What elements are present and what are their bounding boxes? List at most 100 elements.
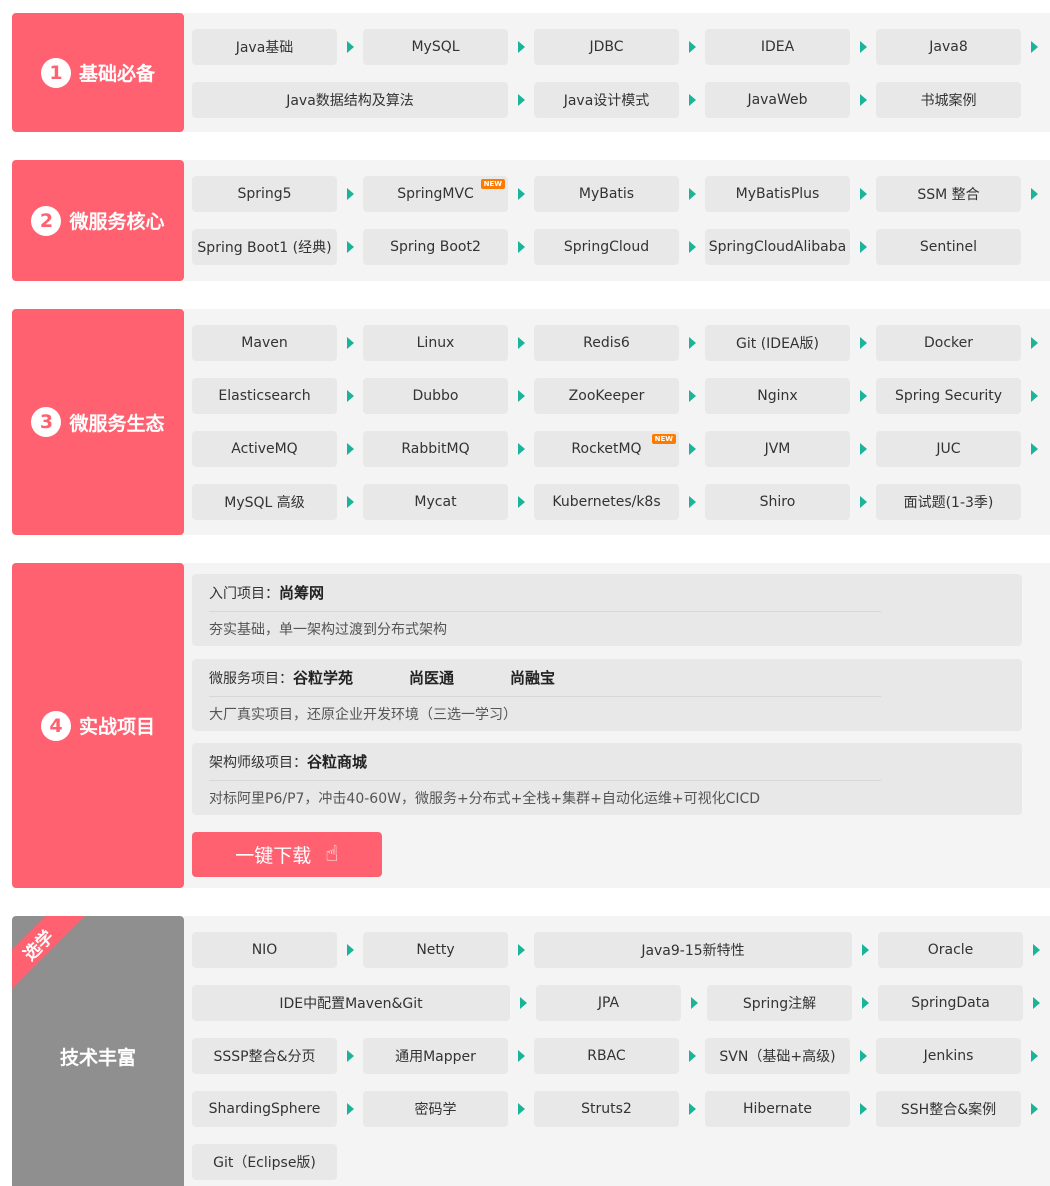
course-pill[interactable]: 密码学	[363, 1091, 508, 1127]
course-pill[interactable]: SSM 整合	[876, 176, 1021, 212]
course-pill[interactable]: Spring注解	[707, 985, 852, 1021]
course-pill[interactable]: Java8	[876, 29, 1021, 65]
course-pill[interactable]: 书城案例	[876, 82, 1021, 118]
course-pill[interactable]: Spring Security	[876, 378, 1021, 414]
project-name[interactable]: 尚筹网	[279, 584, 325, 602]
section-basics: 1 基础必备 Java基础 MySQL JDBC IDEA Java8 Java…	[12, 13, 1050, 132]
project-name[interactable]: 尚医通	[409, 669, 455, 687]
course-pill[interactable]: ZooKeeper	[534, 378, 679, 414]
course-pill[interactable]: 通用Mapper	[363, 1038, 508, 1074]
course-pill[interactable]: Docker	[876, 325, 1021, 361]
project-level-label: 架构师级项目：	[209, 754, 307, 771]
arrow-right-icon	[679, 1091, 705, 1127]
arrow-right-icon	[508, 229, 534, 265]
course-pill[interactable]: SSSP整合&分页	[192, 1038, 337, 1074]
project-name[interactable]: 谷粒商城	[307, 753, 368, 771]
course-pill[interactable]: Shiro	[705, 484, 850, 520]
course-pill[interactable]: Oracle	[878, 932, 1023, 968]
course-pill[interactable]: SVN（基础+高级)	[705, 1038, 850, 1074]
arrow-right-icon	[337, 431, 363, 467]
course-pill[interactable]: Redis6	[534, 325, 679, 361]
course-panel: Java基础 MySQL JDBC IDEA Java8 Java数据结构及算法…	[184, 13, 1050, 132]
course-pill[interactable]: Struts2	[534, 1091, 679, 1127]
section-number: 4	[40, 710, 71, 741]
course-pill[interactable]: JDBC	[534, 29, 679, 65]
course-pill[interactable]: ShardingSphere	[192, 1091, 337, 1127]
course-pill[interactable]: Git (IDEA版)	[705, 325, 850, 361]
course-pill[interactable]: Linux	[363, 325, 508, 361]
new-badge: NEW	[480, 179, 505, 189]
course-pill[interactable]: MyBatisPlus	[705, 176, 850, 212]
course-pill[interactable]: Java基础	[192, 29, 337, 65]
section-number: 2	[31, 205, 62, 236]
course-pill[interactable]: JPA	[536, 985, 681, 1021]
course-pill[interactable]: Sentinel	[876, 229, 1021, 265]
course-pill[interactable]: SpringCloudAlibaba	[705, 229, 850, 265]
course-pill[interactable]: Dubbo	[363, 378, 508, 414]
course-pill[interactable]: IDE中配置Maven&Git	[192, 985, 510, 1021]
arrow-right-icon	[850, 1038, 876, 1074]
arrow-right-icon	[852, 985, 878, 1021]
course-pill[interactable]: Java数据结构及算法	[192, 82, 508, 118]
course-pill[interactable]: MySQL	[363, 29, 508, 65]
arrow-right-icon	[679, 1038, 705, 1074]
arrow-right-icon	[850, 1091, 876, 1127]
arrow-right-icon	[508, 484, 534, 520]
course-pill-springmvc[interactable]: SpringMVC NEW	[363, 176, 508, 212]
course-pill[interactable]: Spring Boot2	[363, 229, 508, 265]
arrow-right-icon	[508, 29, 534, 65]
course-pill[interactable]: Jenkins	[876, 1038, 1021, 1074]
project-card[interactable]: 架构师级项目： 谷粒商城 对标阿里P6/P7，冲击40-60W，微服务+分布式+…	[192, 743, 1022, 815]
arrow-right-icon	[508, 1038, 534, 1074]
arrow-right-icon	[850, 82, 876, 118]
course-pill[interactable]: 面试题(1-3季)	[876, 484, 1021, 520]
course-pill[interactable]: Java9-15新特性	[534, 932, 852, 968]
course-pill[interactable]: RabbitMQ	[363, 431, 508, 467]
course-pill[interactable]: Hibernate	[705, 1091, 850, 1127]
course-pill[interactable]: Java设计模式	[534, 82, 679, 118]
arrow-right-icon	[508, 378, 534, 414]
course-pill[interactable]: SpringCloud	[534, 229, 679, 265]
course-pill[interactable]: ActiveMQ	[192, 431, 337, 467]
course-pill[interactable]: MySQL 高级	[192, 484, 337, 520]
arrow-right-icon	[1021, 431, 1047, 467]
arrow-right-icon	[1021, 29, 1047, 65]
arrow-right-icon	[679, 176, 705, 212]
course-pill[interactable]: SSH整合&案例	[876, 1091, 1021, 1127]
course-pill[interactable]: Spring Boot1 (经典)	[192, 229, 337, 265]
project-card[interactable]: 微服务项目： 谷粒学苑 尚医通 尚融宝 大厂真实项目，还原企业开发环境（三选一学…	[192, 659, 1022, 731]
arrow-right-icon	[337, 325, 363, 361]
arrow-right-icon	[679, 431, 705, 467]
course-panel: Spring5 SpringMVC NEW MyBatis MyBatisPlu…	[184, 160, 1050, 281]
arrow-right-icon	[850, 229, 876, 265]
course-pill[interactable]: RBAC	[534, 1038, 679, 1074]
project-card[interactable]: 入门项目： 尚筹网 夯实基础，单一架构过渡到分布式架构	[192, 574, 1022, 646]
course-pill[interactable]: JVM	[705, 431, 850, 467]
course-pill[interactable]: Netty	[363, 932, 508, 968]
project-name[interactable]: 谷粒学苑	[293, 669, 354, 687]
course-pill[interactable]: JUC	[876, 431, 1021, 467]
section-title: 实战项目	[78, 716, 155, 738]
course-pill[interactable]: Nginx	[705, 378, 850, 414]
arrow-right-icon	[1021, 1038, 1047, 1074]
course-pill[interactable]: JavaWeb	[705, 82, 850, 118]
course-pill[interactable]: Maven	[192, 325, 337, 361]
course-pill[interactable]: Spring5	[192, 176, 337, 212]
course-pill[interactable]: Elasticsearch	[192, 378, 337, 414]
course-pill[interactable]: IDEA	[705, 29, 850, 65]
arrow-right-icon	[1021, 1091, 1047, 1127]
course-pill[interactable]: Kubernetes/k8s	[534, 484, 679, 520]
arrow-right-icon	[850, 431, 876, 467]
course-pill-rocketmq[interactable]: RocketMQ NEW	[534, 431, 679, 467]
course-pill[interactable]: NIO	[192, 932, 337, 968]
course-pill[interactable]: Git（Eclipse版)	[192, 1144, 337, 1180]
course-pill[interactable]: SpringData	[878, 985, 1023, 1021]
arrow-right-icon	[1021, 176, 1047, 212]
course-pill[interactable]: MyBatis	[534, 176, 679, 212]
download-button[interactable]: 一键下载 ☝	[192, 832, 382, 877]
project-name[interactable]: 尚融宝	[510, 669, 556, 687]
arrow-right-icon	[850, 29, 876, 65]
arrow-right-icon	[508, 1091, 534, 1127]
arrow-right-icon	[1023, 932, 1049, 968]
course-pill[interactable]: Mycat	[363, 484, 508, 520]
